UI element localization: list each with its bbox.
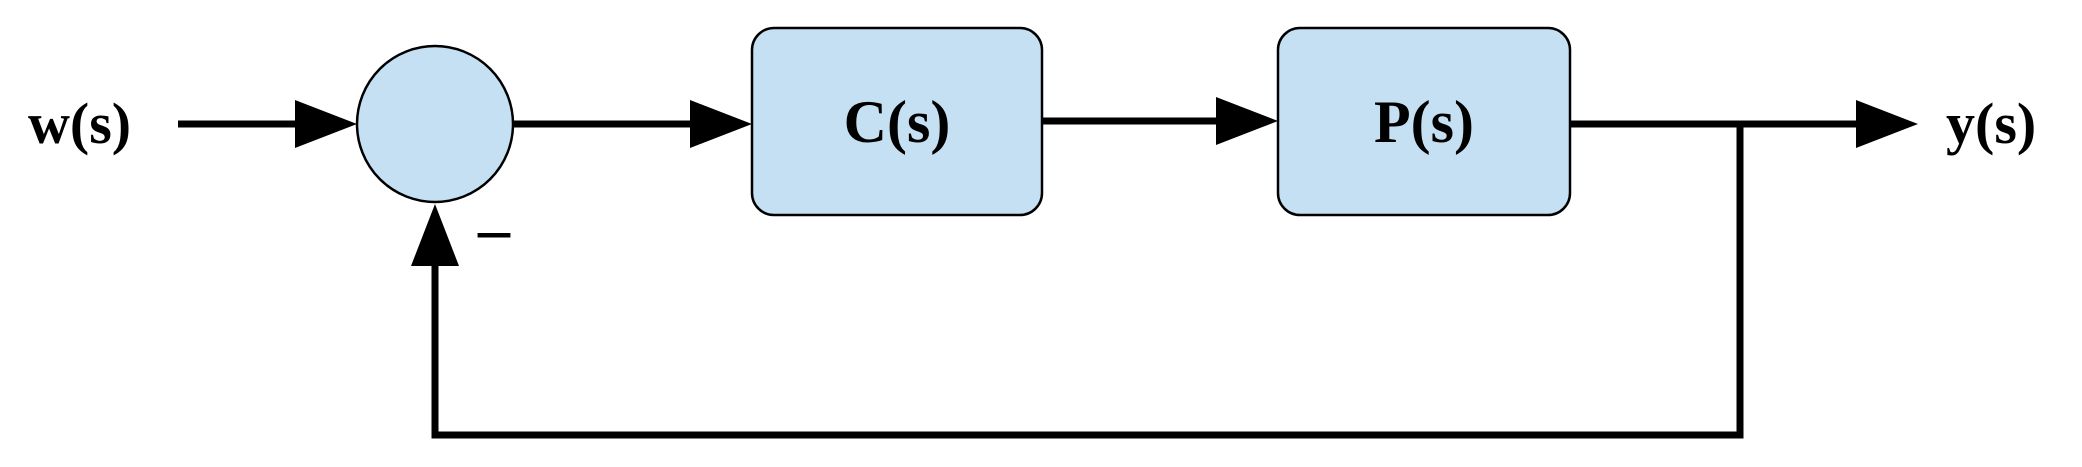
- output-arrow: [1570, 100, 1918, 148]
- junction-to-controller-arrow: [513, 100, 752, 148]
- controller-label: C(s): [844, 89, 951, 155]
- plant-label: P(s): [1374, 89, 1474, 155]
- summing-junction: [355, 44, 515, 204]
- output-label: y(s): [1946, 91, 2036, 156]
- input-arrow: [178, 100, 357, 148]
- feedback-path: [411, 124, 1744, 439]
- plant-block: P(s): [1276, 26, 1572, 217]
- controller-to-plant-arrow: [1042, 97, 1278, 145]
- controller-block: C(s): [750, 26, 1044, 217]
- input-label: w(s): [28, 91, 131, 156]
- feedback-sign: –: [477, 193, 511, 264]
